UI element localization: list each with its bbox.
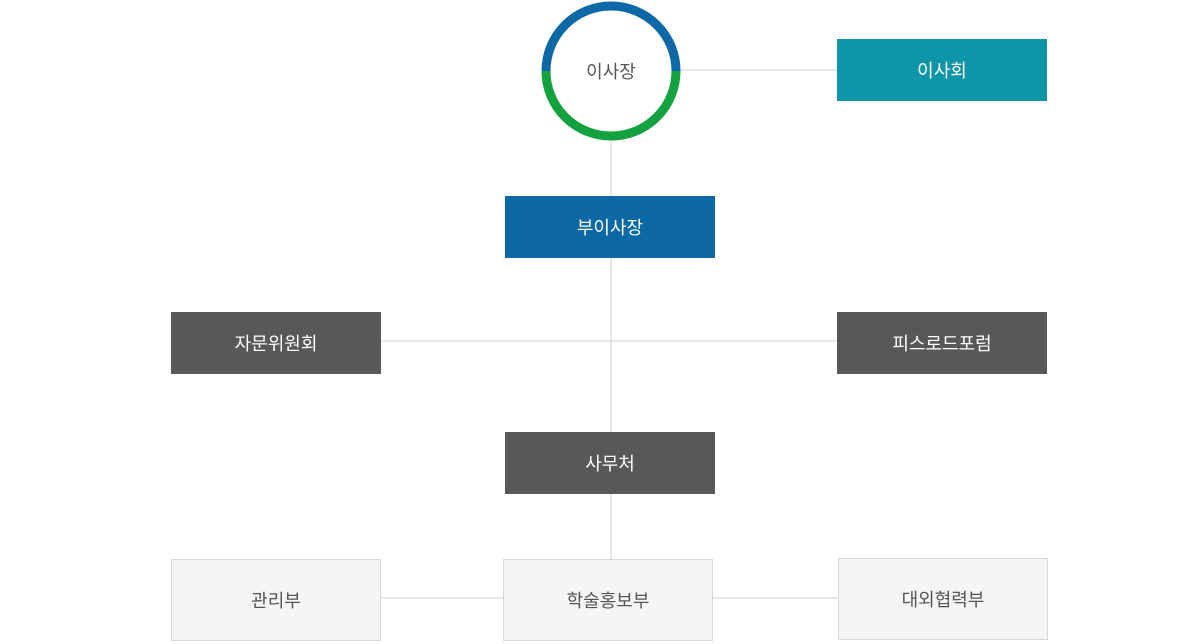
vice-chair-label: 부이사장 <box>576 218 644 239</box>
secretariat-label: 사무처 <box>585 454 635 475</box>
department-external-cooperation-box[interactable]: 대외협력부 <box>838 558 1048 640</box>
vice-chair-box[interactable]: 부이사장 <box>505 196 715 258</box>
department-admin-label: 관리부 <box>251 591 301 612</box>
advisory-committee-label: 자문위원회 <box>234 334 318 355</box>
board-box[interactable]: 이사회 <box>837 39 1047 101</box>
ceo-label: 이사장 <box>586 62 636 83</box>
ceo-ring <box>541 1 681 141</box>
silk-road-forum-label: 피스로드포럼 <box>892 334 992 355</box>
secretariat-box[interactable]: 사무처 <box>505 432 715 494</box>
department-academic-pr-label: 학술홍보부 <box>566 591 650 612</box>
department-external-cooperation-label: 대외협력부 <box>901 590 985 611</box>
silk-road-forum-box[interactable]: 피스로드포럼 <box>837 312 1047 374</box>
board-label: 이사회 <box>917 61 967 82</box>
advisory-committee-box[interactable]: 자문위원회 <box>171 312 381 374</box>
department-academic-pr-box[interactable]: 학술홍보부 <box>503 559 713 641</box>
ceo-node[interactable]: 이사장 <box>541 1 681 141</box>
department-admin-box[interactable]: 관리부 <box>171 559 381 641</box>
